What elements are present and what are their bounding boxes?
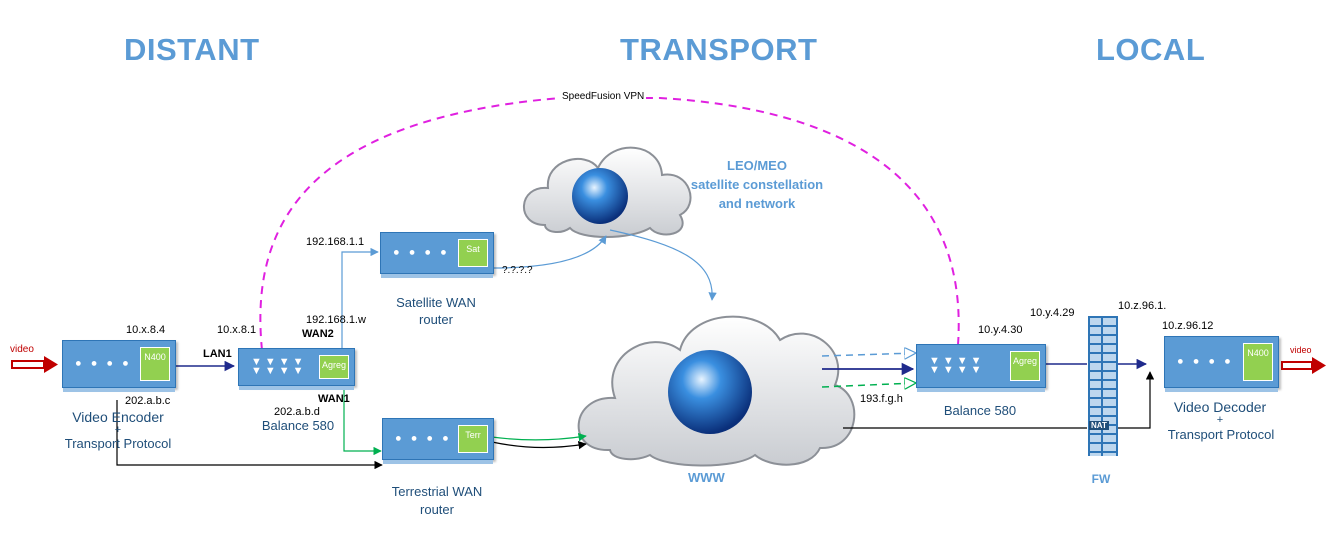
wan2-ip-label: 192.168.1.w bbox=[306, 314, 366, 326]
decoder-caption-plus: + bbox=[1216, 414, 1224, 426]
terr-router-caption-1: Terrestrial WAN bbox=[391, 484, 483, 499]
encoder-caption-2: Transport Protocol bbox=[64, 436, 172, 451]
vpn-label: SpeedFusion VPN bbox=[560, 91, 647, 102]
sat-router-caption-1: Satellite WAN bbox=[396, 295, 476, 310]
balance-left-badge: Agreg bbox=[319, 355, 349, 379]
sat-router-caption-2: router bbox=[419, 312, 453, 327]
encoder-caption-plus: + bbox=[114, 424, 122, 436]
satellite-cloud bbox=[522, 146, 692, 238]
decoder-badge: N400 bbox=[1243, 343, 1273, 381]
terr-to-www-green bbox=[491, 432, 587, 442]
video-out-label: video bbox=[1290, 345, 1312, 355]
satellite-network-label: LEO/MEO satellite constellation and netw… bbox=[672, 156, 842, 213]
balance-right-caption: Balance 580 bbox=[943, 403, 1017, 418]
decoder-caption: Video Decoder bbox=[1173, 399, 1267, 415]
sat-public-ip-label: ?.?.?.? bbox=[502, 265, 533, 276]
transport-title: TRANSPORT bbox=[620, 32, 818, 67]
fw-direct-to-decoder bbox=[1116, 371, 1155, 429]
distant-title: DISTANT bbox=[124, 32, 260, 67]
www-to-balance-terr bbox=[821, 383, 915, 387]
video-out-arrow bbox=[1281, 357, 1326, 374]
encoder-ip-label: 10.x.8.4 bbox=[126, 324, 166, 336]
balance-lan-ip-label: 10.x.8.1 bbox=[217, 324, 257, 336]
www-cloud bbox=[577, 315, 856, 467]
fw-left-ip-label: 10.y.4.29 bbox=[1030, 307, 1075, 319]
terr-router-badge: Terr bbox=[458, 425, 488, 453]
sat-router-ip-label: 192.168.1.1 bbox=[306, 236, 365, 248]
www-to-balance-sat bbox=[821, 353, 915, 356]
lan1-label: LAN1 bbox=[203, 348, 232, 360]
balance-580-left-device: ▼▼▼▼▼▼▼▼ Agreg bbox=[238, 348, 355, 390]
balance-580-right-device: ▼▼▼▼▼▼▼▼ Agreg bbox=[916, 344, 1046, 392]
video-in-label: video bbox=[10, 344, 34, 355]
encoder-wan-ip-label: 202.a.b.c bbox=[125, 395, 171, 407]
right-public-ip-label: 193.f.g.h bbox=[860, 393, 903, 405]
port-dots: ● ● ● ● bbox=[395, 432, 452, 445]
wan1-label: WAN1 bbox=[318, 393, 350, 405]
satellite-wan-router-device: ● ● ● ● Sat bbox=[380, 232, 494, 278]
encoder-caption: Video Encoder bbox=[72, 409, 164, 425]
wan2-label: WAN2 bbox=[302, 328, 334, 340]
video-in-arrow bbox=[11, 356, 58, 373]
satellite-label-line2: satellite constellation bbox=[690, 177, 824, 192]
balance-wan-ip-label: 202.a.b.d bbox=[274, 406, 320, 418]
video-decoder-device: ● ● ● ● N400 bbox=[1164, 336, 1279, 392]
fw-right-ip-label: 10.z.96.1. bbox=[1118, 300, 1167, 312]
wan2-link bbox=[341, 247, 379, 349]
port-dots: ● ● ● ● bbox=[75, 357, 132, 370]
satellite-label-line3: and network bbox=[718, 196, 796, 211]
wan1-link bbox=[343, 385, 382, 456]
port-dots: ● ● ● ● bbox=[1177, 355, 1234, 368]
port-dots: ● ● ● ● bbox=[393, 246, 450, 259]
terr-to-www-black bbox=[491, 440, 587, 450]
terrestrial-wan-router-device: ● ● ● ● Terr bbox=[382, 418, 494, 464]
local-title: LOCAL bbox=[1096, 32, 1206, 67]
satellite-label-line1: LEO/MEO bbox=[727, 158, 787, 173]
firewall-caption: FW bbox=[1091, 472, 1111, 486]
port-dots: ▼▼▼▼▼▼▼▼ bbox=[929, 355, 985, 376]
encoder-badge: N400 bbox=[140, 347, 170, 381]
right-balance-ip-label: 10.y.4.30 bbox=[978, 324, 1023, 336]
balance-left-caption: Balance 580 bbox=[261, 418, 335, 433]
balance-right-badge: Agreg bbox=[1010, 351, 1040, 381]
decoder-caption-2: Transport Protocol bbox=[1167, 427, 1275, 442]
sat-to-www-link bbox=[609, 229, 717, 301]
decoder-ip-label: 10.z.96.12 bbox=[1162, 320, 1214, 332]
video-encoder-device: ● ● ● ● N400 bbox=[62, 340, 176, 392]
sat-uplink bbox=[491, 235, 607, 269]
encoder-to-terrestrial-link bbox=[116, 400, 383, 470]
firewall-icon bbox=[1088, 316, 1118, 456]
www-label: WWW bbox=[688, 470, 725, 485]
nat-label: NAT bbox=[1089, 421, 1109, 430]
sat-router-badge: Sat bbox=[458, 239, 488, 267]
terr-router-caption-2: router bbox=[420, 502, 454, 517]
port-dots: ▼▼▼▼▼▼▼▼ bbox=[251, 356, 307, 377]
